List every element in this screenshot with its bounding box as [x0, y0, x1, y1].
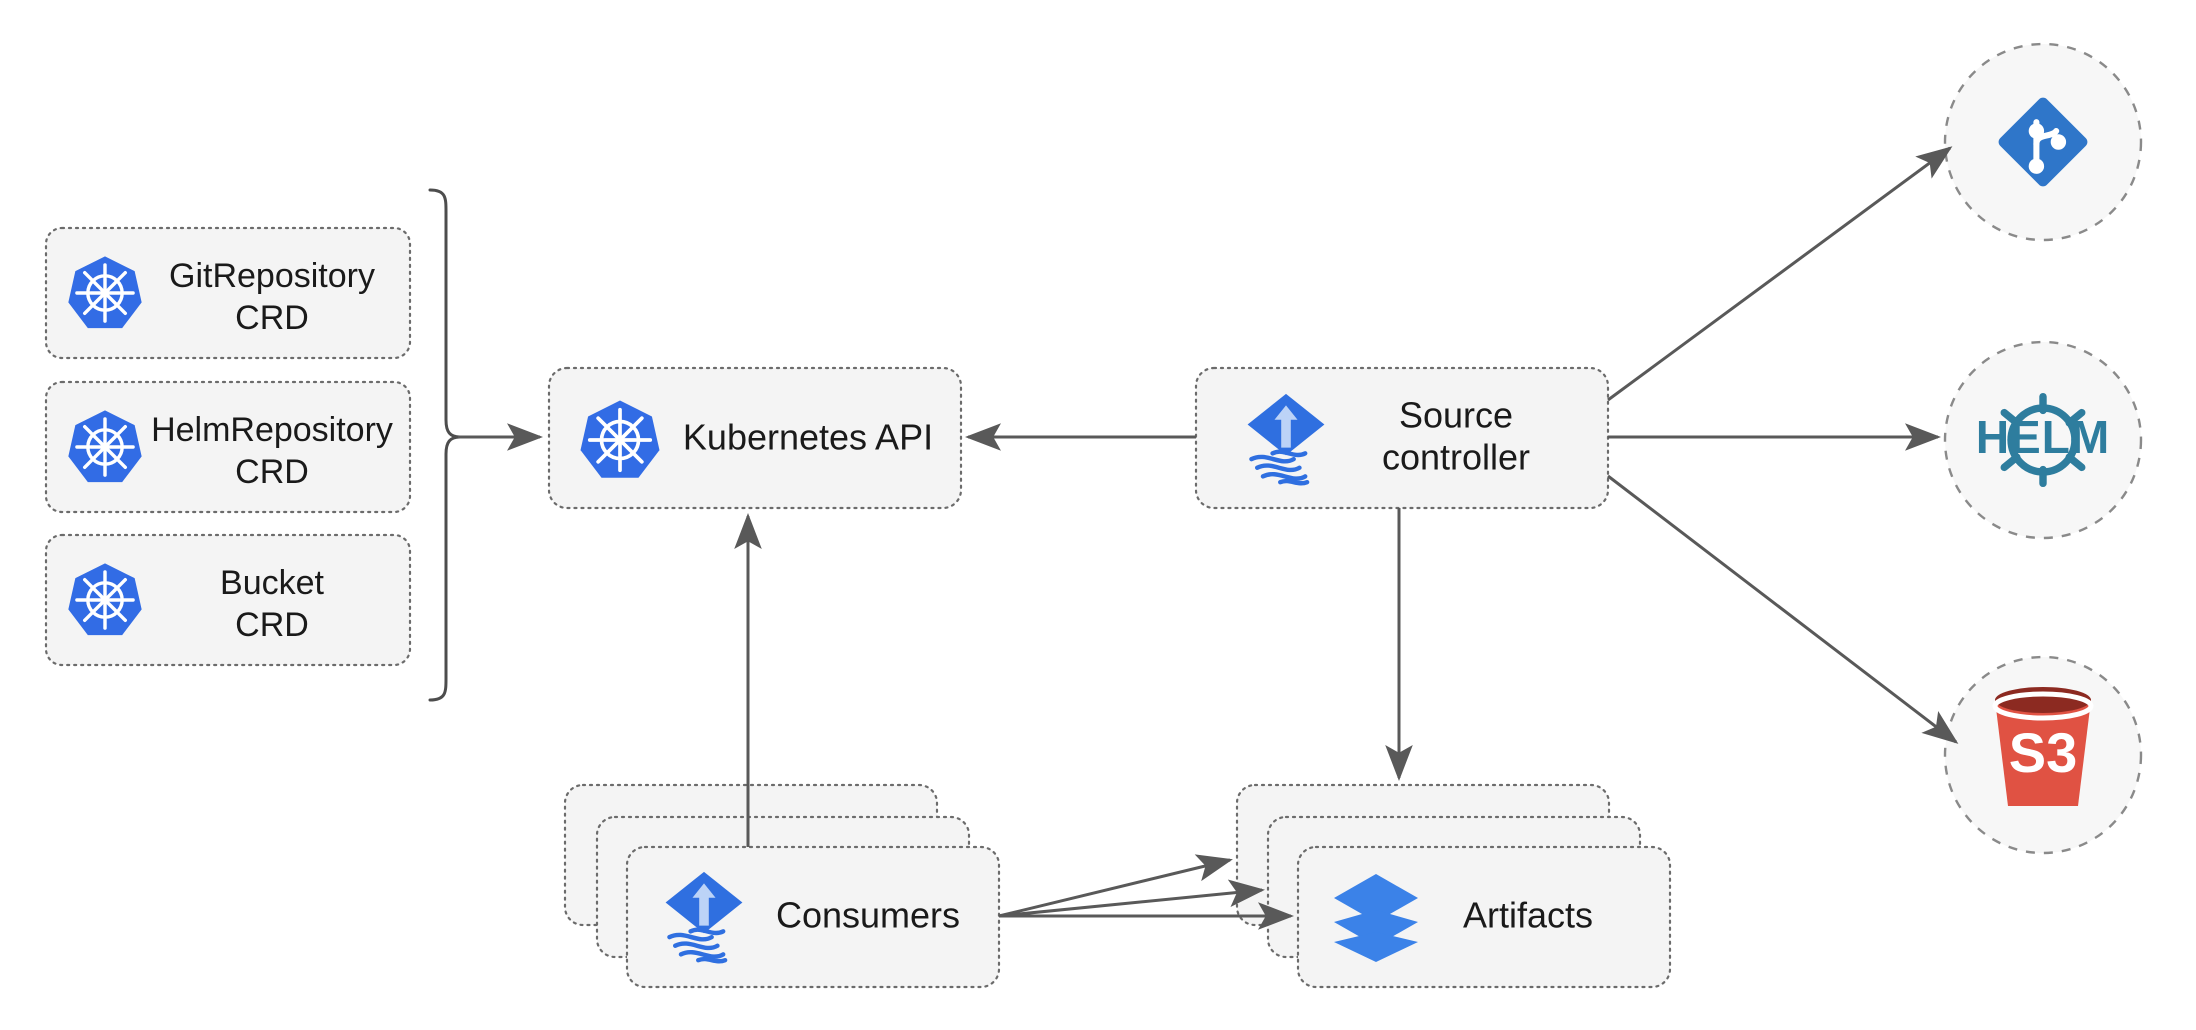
edge-consumers-to-artifacts-1: [998, 854, 1233, 918]
source-s3[interactable]: S3: [1943, 655, 2143, 855]
node-label-artifacts: Artifacts: [1463, 895, 1593, 936]
crd-label-line2: CRD: [235, 299, 309, 337]
node-label-kubernetes-api: Kubernetes API: [683, 417, 933, 458]
node-kubernetes-api[interactable]: Kubernetes API: [547, 366, 963, 510]
helm-label: HELM: [1976, 411, 2110, 463]
crd-label-line1: GitRepository: [169, 257, 375, 295]
edge-consumers-to-artifacts-2: [998, 879, 1265, 918]
source-helm[interactable]: HELM: [1943, 340, 2143, 540]
edge-source-controller-to-git: [1607, 146, 1953, 402]
s3-icon: [1992, 687, 2094, 806]
crd-box-bucket[interactable]: Bucket CRD: [44, 533, 412, 667]
node-label-consumers: Consumers: [776, 895, 960, 936]
node-consumers[interactable]: Consumers: [563, 783, 1001, 989]
node-source-controller[interactable]: Source controller: [1194, 366, 1610, 510]
edge-source-controller-to-s3: [1607, 474, 1959, 744]
node-label-source-controller-line2: controller: [1382, 437, 1530, 478]
node-label-source-controller-line1: Source: [1399, 395, 1513, 436]
crd-label-line1: HelmRepository: [151, 411, 393, 449]
node-artifacts[interactable]: Artifacts: [1235, 783, 1672, 989]
edges: [734, 146, 1959, 930]
s3-label: S3: [2009, 721, 2078, 784]
crd-label-line2: CRD: [235, 453, 309, 491]
crd-label-line2: CRD: [235, 606, 309, 644]
crd-label-line1: Bucket: [220, 564, 324, 602]
source-git[interactable]: [1943, 42, 2143, 242]
crd-box-helm-repository[interactable]: HelmRepository CRD: [44, 380, 412, 514]
crd-bracket: [428, 188, 543, 702]
crd-box-git-repository[interactable]: GitRepository CRD: [44, 226, 412, 360]
